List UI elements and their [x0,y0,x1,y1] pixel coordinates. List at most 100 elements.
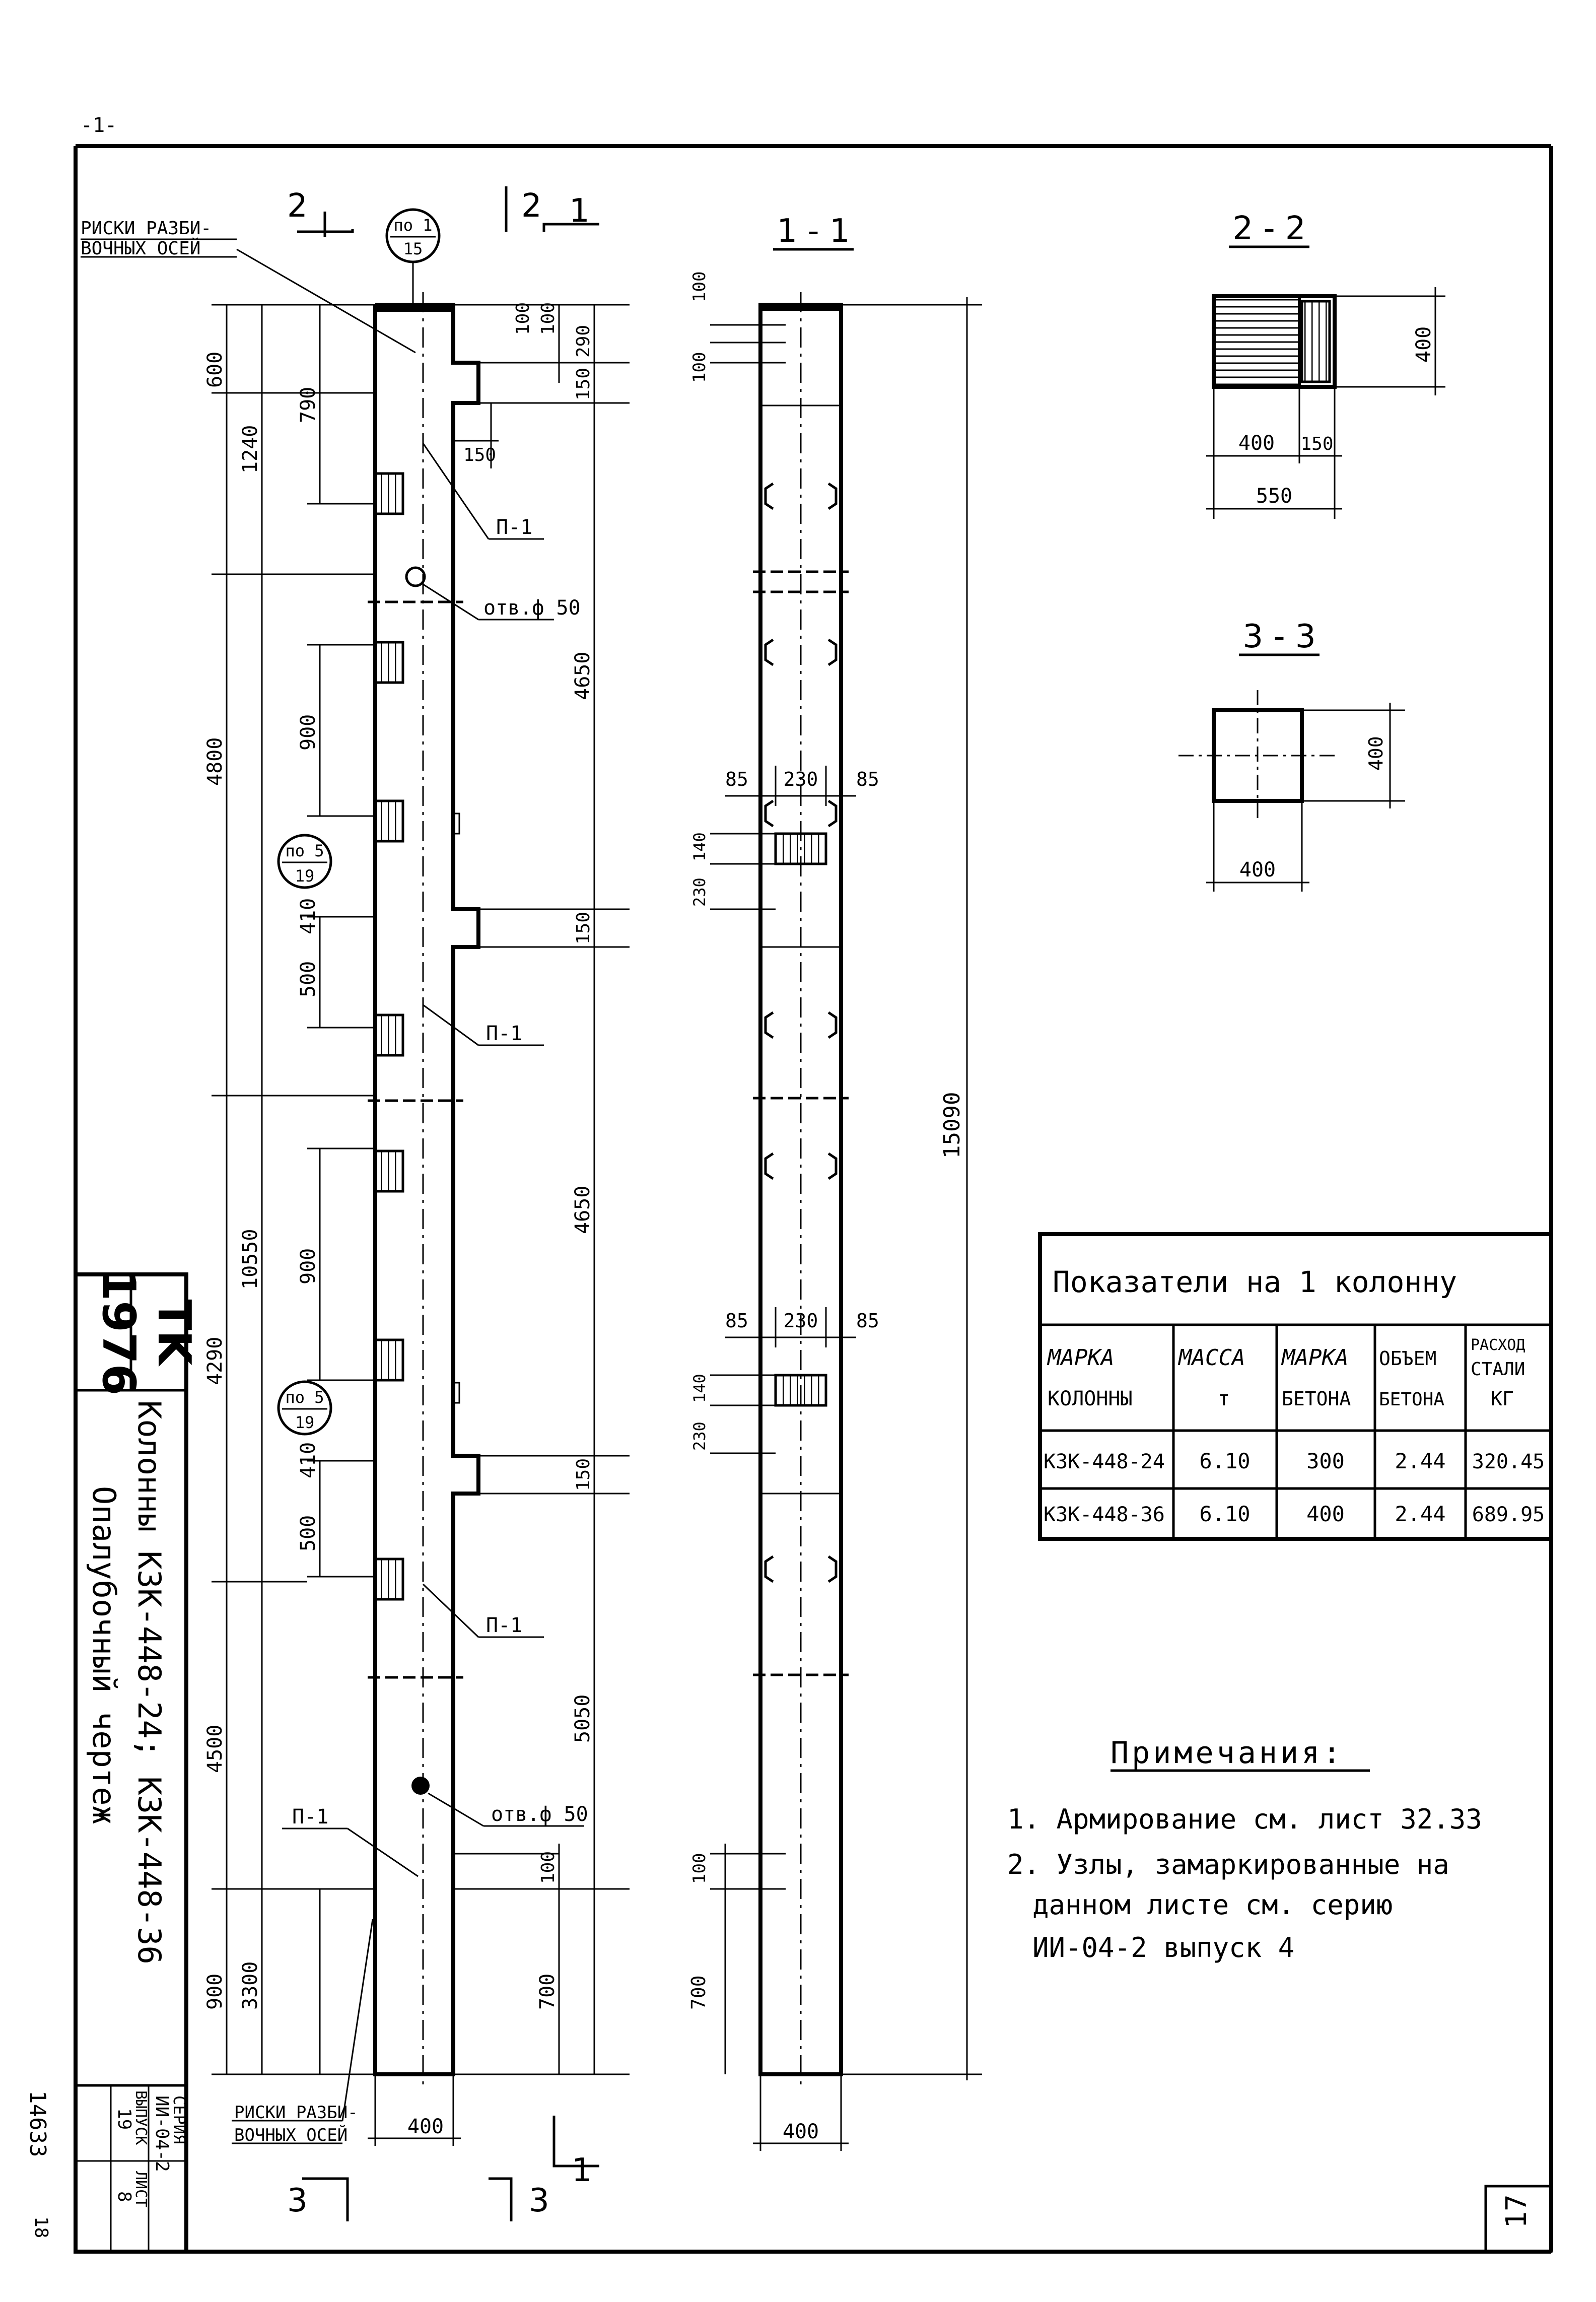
plate-4 [374,1013,404,1057]
dim-150-side: 150 [463,445,496,465]
section-1-1-dim-140-a: 140 [690,832,709,861]
section-1-1-dim-230-a: 230 [784,768,818,790]
section-2-right: 2 [521,187,542,225]
table-row-2-volume: 2.44 [1395,1502,1445,1526]
section-2-2-title: 2 - 2 [1232,210,1305,247]
section-3-3: 3 - 3 400 400 [1178,618,1405,892]
svg-text:КОЛОННЫ: КОЛОННЫ [1048,1387,1133,1410]
dim-600: 600 [203,352,227,388]
note-2-cont-1: данном листе см. серию [1032,1889,1393,1921]
section-plate-2 [774,1374,827,1407]
side-stamp: 14633 [25,2090,50,2157]
title-line2: Опалубочный чертеж [86,1486,122,1824]
section-3-left: 3 [287,2182,308,2219]
dim-100-a: 100 [513,302,533,335]
series-value: ИИ-04-2 [152,2095,172,2172]
section-1-bottom: 1 [572,2152,592,2189]
issue-label: ВЫПУСК [132,2090,150,2145]
sheet-value: 8 [114,2191,134,2202]
axis-marks-label-bottom: РИСКИ РАЗБИ- [234,2103,358,2123]
svg-text:15: 15 [403,239,423,258]
dim-4650-b: 4650 [571,1186,594,1234]
section-2-2: 2 - 2 400 400 150 550 [1206,210,1445,519]
front-width-dim: 400 [407,2115,444,2138]
section-3-3-height: 400 [1365,736,1387,771]
plate-6 [374,1338,404,1382]
series-label: СЕРИЯ [170,2095,189,2144]
dim-500-b: 500 [297,1515,320,1551]
notes: Примечания: 1. Армирование см. лист 32.3… [1007,1735,1482,1964]
table-row-1-steel: 320.45 [1472,1450,1545,1473]
dim-900-c: 900 [203,1974,227,2010]
dim-900-b: 900 [297,1248,320,1284]
svg-text:СТАЛИ: СТАЛИ [1471,1359,1525,1380]
section-1-1-dim-85-a-l: 85 [725,768,748,790]
dim-4800: 4800 [203,737,227,786]
section-2-2-dim-150: 150 [1300,434,1333,454]
title-year: 1976 [92,1269,145,1396]
dim-700: 700 [536,1974,559,2010]
p1-label-4: П-1 [292,1805,328,1829]
note-2: 2. Узлы, замаркированные на [1007,1849,1449,1880]
section-1-1-dim-85-b-r: 85 [856,1310,879,1332]
p1-label-1: П-1 [496,516,532,539]
issue-value: 19 [114,2108,134,2130]
table-row-2-mass: 6.10 [1199,1502,1250,1526]
section-1-1: 1 - 1 15090 100 100 [687,213,982,2151]
section-1-1-dim-85-b-l: 85 [725,1310,748,1332]
side-stamp-2: 18 [31,2216,51,2238]
title-block: 1976 TK Колонны К3К-448-24; К3К-448-36 О… [74,1269,200,2254]
node-callout-mid [277,834,332,889]
section-1-1-dim-100-bottom: 100 [689,1853,710,1884]
corner-mark: -1- [81,114,117,137]
section-2-2-dim-550: 550 [1256,485,1292,508]
section-1-1-total-height: 15090 [939,1092,965,1159]
table-row-2-mark: К3К-448-36 [1044,1503,1165,1526]
plate-1 [374,472,404,515]
note-2-cont-2: ИИ-04-2 выпуск 4 [1032,1932,1294,1964]
table-row-2-concrete: 400 [1306,1502,1345,1526]
section-2-2-height: 400 [1412,326,1435,363]
front-view: 2 2 1 по 1 15 РИСКИ РАЗБИ- ВОЧНЫХ ОСЕЙ п… [81,186,630,2221]
sheet-label: ЛИСТ [132,2171,150,2207]
svg-text:19: 19 [295,866,315,886]
svg-text:ОБЪЕМ: ОБЪЕМ [1379,1347,1436,1370]
svg-text:ВОЧНЫХ ОСЕЙ: ВОЧНЫХ ОСЕЙ [234,2125,348,2145]
plate-3 [374,799,404,843]
left-dimensions: 600 1240 790 4800 900 410 500 4290 10550… [203,304,375,2075]
dim-4650-a: 4650 [571,652,594,700]
table-row-1-mass: 6.10 [1199,1449,1250,1473]
note-1: 1. Армирование см. лист 32.33 [1007,1803,1482,1835]
table-title: Показатели на 1 колонну [1053,1265,1457,1299]
dim-500-a: 500 [297,961,320,997]
table-row-1-mark: К3К-448-24 [1044,1450,1165,1473]
svg-text:т: т [1218,1387,1230,1410]
hole-label-1: отв.ф 50 [483,596,581,620]
svg-text:по 5: по 5 [285,841,324,860]
axis-marks-label-top: РИСКИ РАЗБИ- [81,218,212,239]
dim-410-a: 410 [297,898,320,934]
dim-10550: 10550 [239,1229,262,1290]
plate-7 [374,1558,404,1601]
section-3-3-title: 3 - 3 [1242,618,1315,655]
dim-100-b: 100 [538,302,559,335]
section-1-1-dim-85-a-r: 85 [856,768,879,790]
dim-150-a: 150 [573,368,594,400]
dim-150-c: 150 [573,1458,594,1491]
svg-text:БЕТОНА: БЕТОНА [1379,1389,1444,1410]
dim-150-b: 150 [573,912,594,944]
svg-text:по 5: по 5 [285,1388,324,1407]
sheet-number-box: 17 [1484,2185,1553,2253]
section-2-left: 2 [287,187,308,225]
hole-label-2: отв.ф 50 [491,1803,588,1826]
dim-4500: 4500 [203,1725,227,1773]
plate-5 [374,1149,404,1193]
svg-text:КГ: КГ [1491,1388,1514,1410]
section-2-2-dim-400: 400 [1238,432,1275,455]
hole-2 [411,1777,430,1795]
title-org: TK [148,1299,200,1367]
section-1-1-dim-700: 700 [687,1975,710,2010]
svg-text:РАСХОД: РАСХОД [1471,1336,1525,1354]
section-1-1-width: 400 [783,2120,819,2143]
